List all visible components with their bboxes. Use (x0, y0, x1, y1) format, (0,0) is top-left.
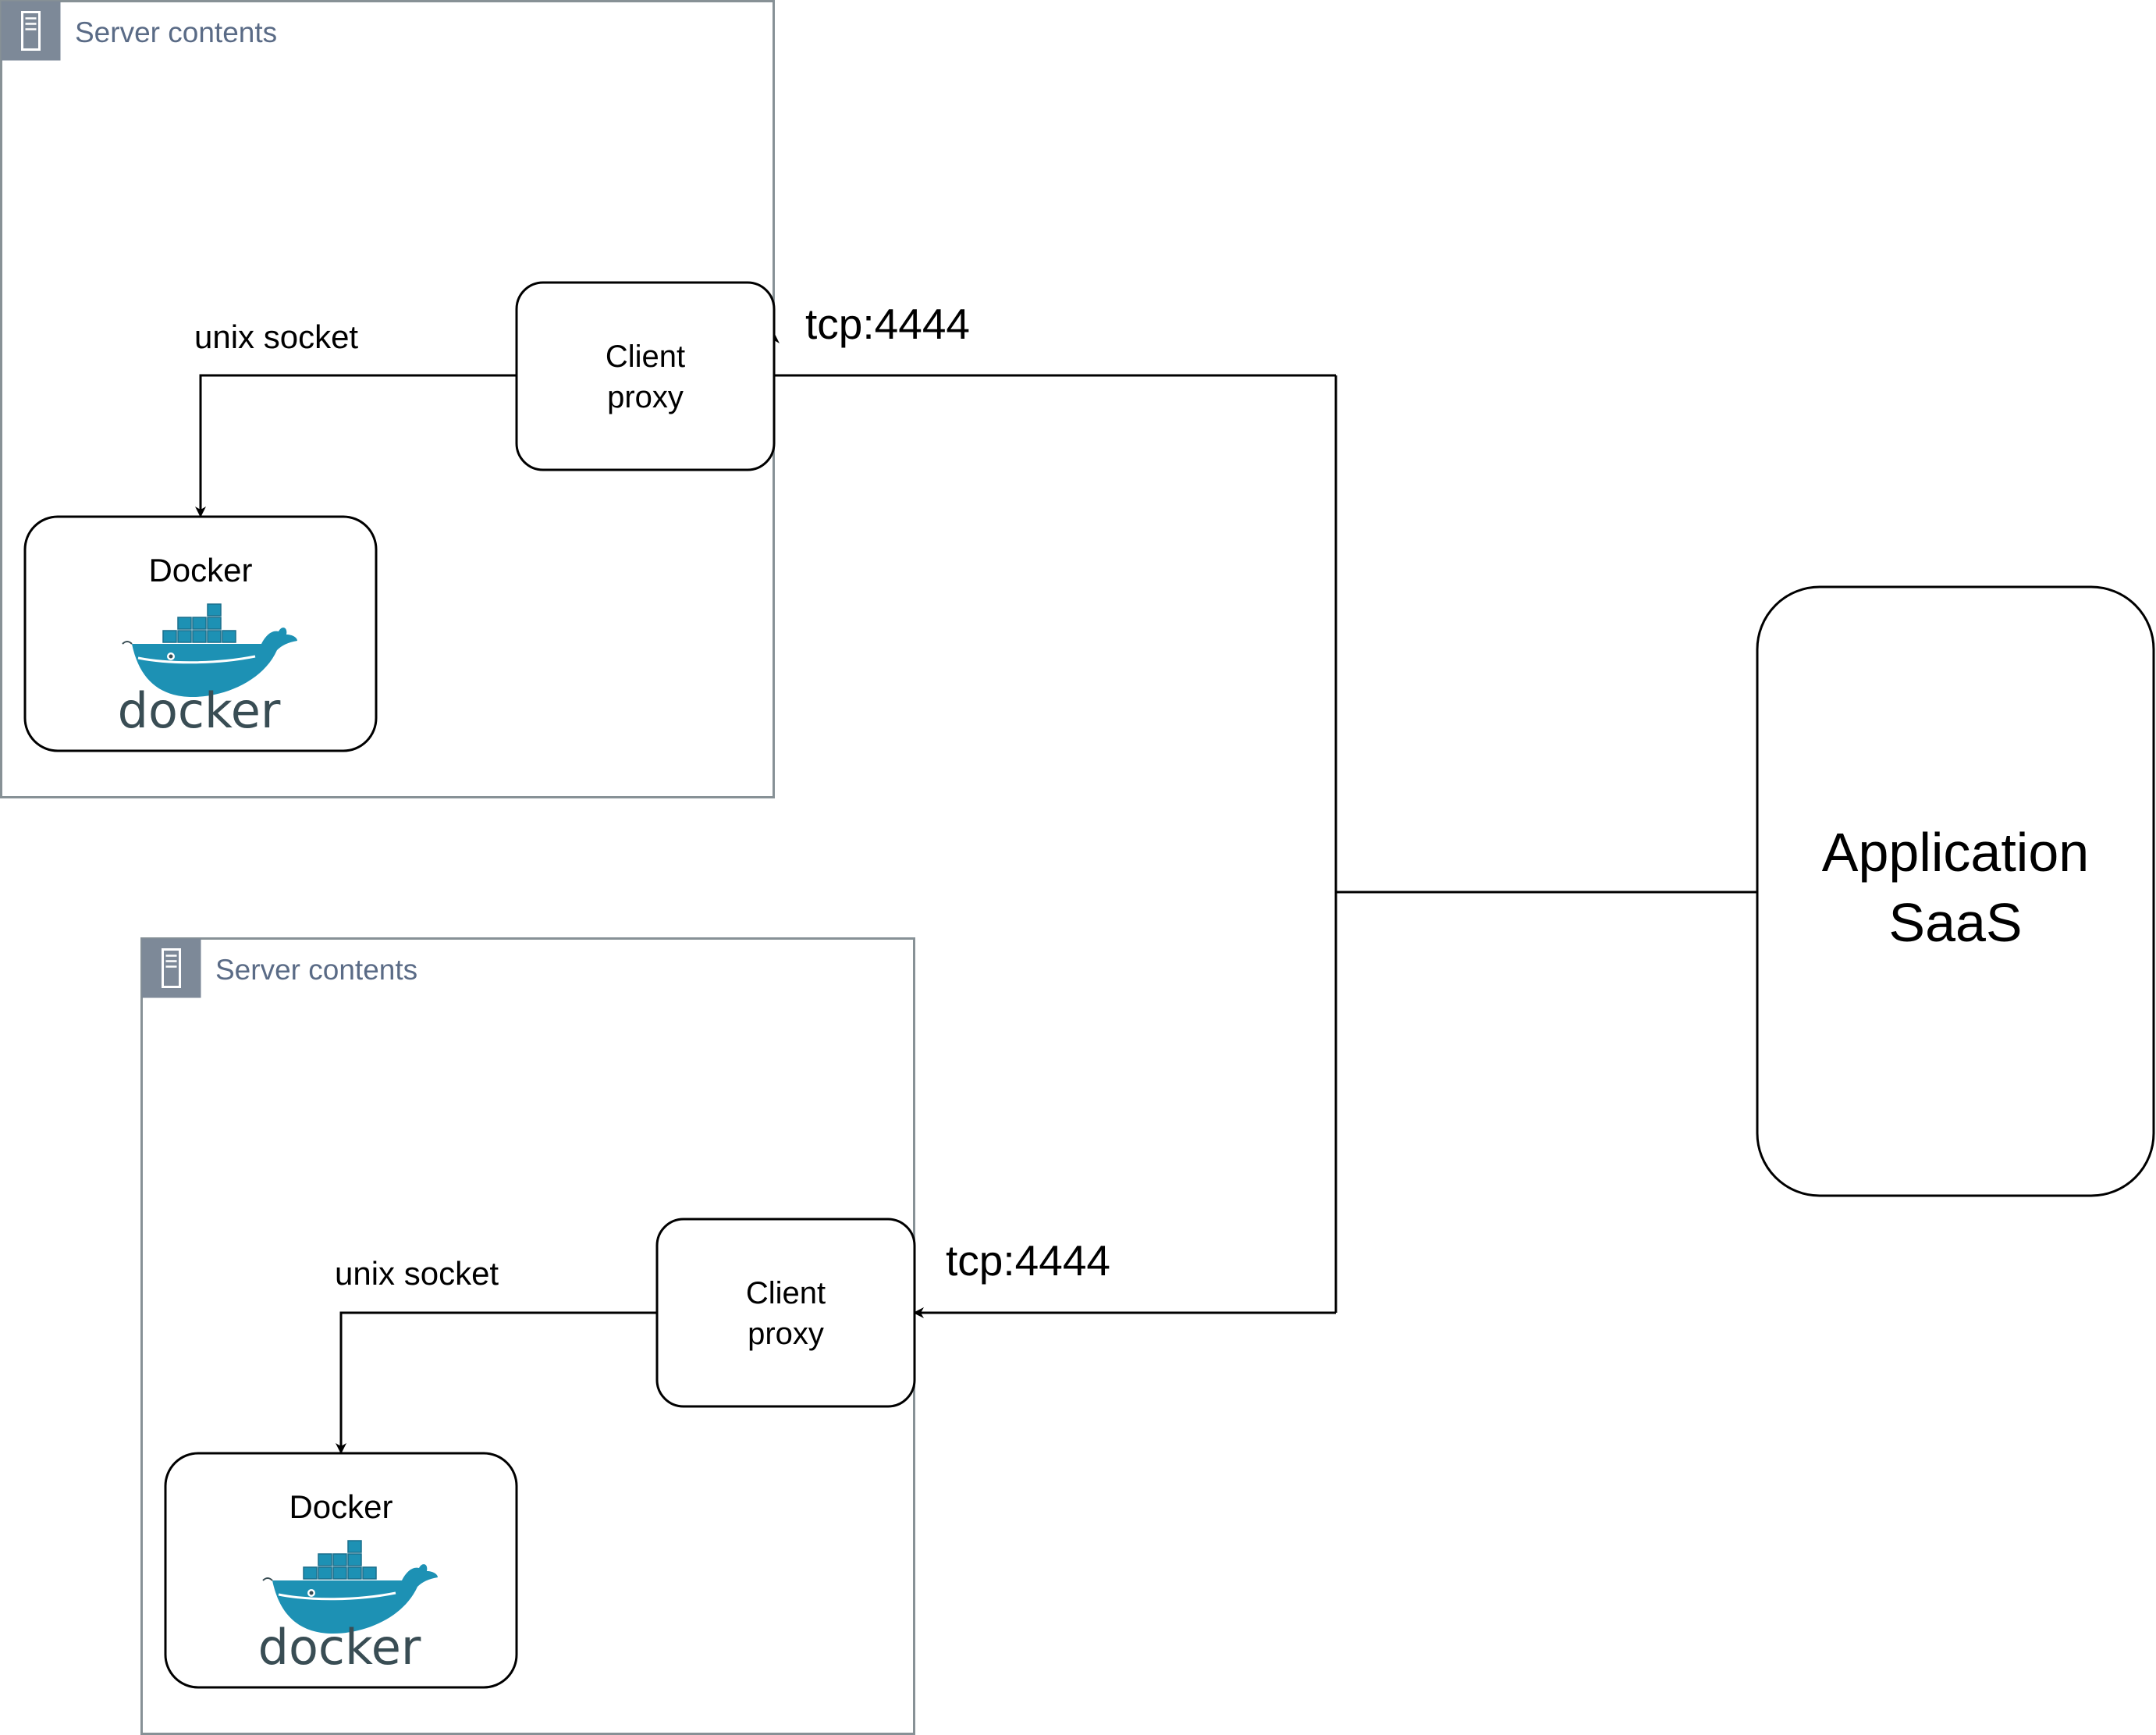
docker-label: Docker (289, 1488, 392, 1525)
server-group-2: Server contents Client proxy Docker dock… (140, 937, 1110, 1735)
edge-proxy-to-docker-2 (336, 1311, 657, 1454)
server-icon (140, 937, 202, 999)
server-group-1: Server contents Client proxy Docker dock… (0, 0, 970, 798)
docker-label: Docker (148, 552, 252, 588)
tcp-port-label: tcp:4444 (946, 1236, 1110, 1285)
client-proxy-label-line1: Client (606, 340, 685, 374)
unix-socket-label: unix socket (335, 1255, 499, 1292)
client-proxy-label-line2: proxy (607, 380, 684, 414)
client-proxy-label-line2: proxy (748, 1317, 824, 1351)
unix-socket-label: unix socket (194, 318, 358, 355)
docker-node[interactable]: Docker docker (164, 1452, 518, 1689)
application-label-line1: Application (1822, 822, 2089, 883)
client-proxy-node[interactable]: Client proxy (515, 281, 776, 471)
edge-proxy-to-docker-1 (195, 374, 517, 517)
docker-logo-text: docker (118, 682, 281, 739)
client-proxy-label-line1: Client (746, 1276, 826, 1310)
server-icon (0, 0, 62, 62)
application-label-line2: SaaS (1888, 892, 2022, 953)
application-saas-node[interactable]: Application SaaS (1756, 585, 2155, 1197)
tcp-port-label: tcp:4444 (805, 300, 970, 348)
docker-node[interactable]: Docker docker (23, 515, 378, 752)
server-group-label: Server contents (215, 954, 417, 986)
docker-logo-text: docker (258, 1619, 421, 1676)
server-group-label: Server contents (75, 16, 277, 48)
client-proxy-node[interactable]: Client proxy (655, 1218, 916, 1408)
